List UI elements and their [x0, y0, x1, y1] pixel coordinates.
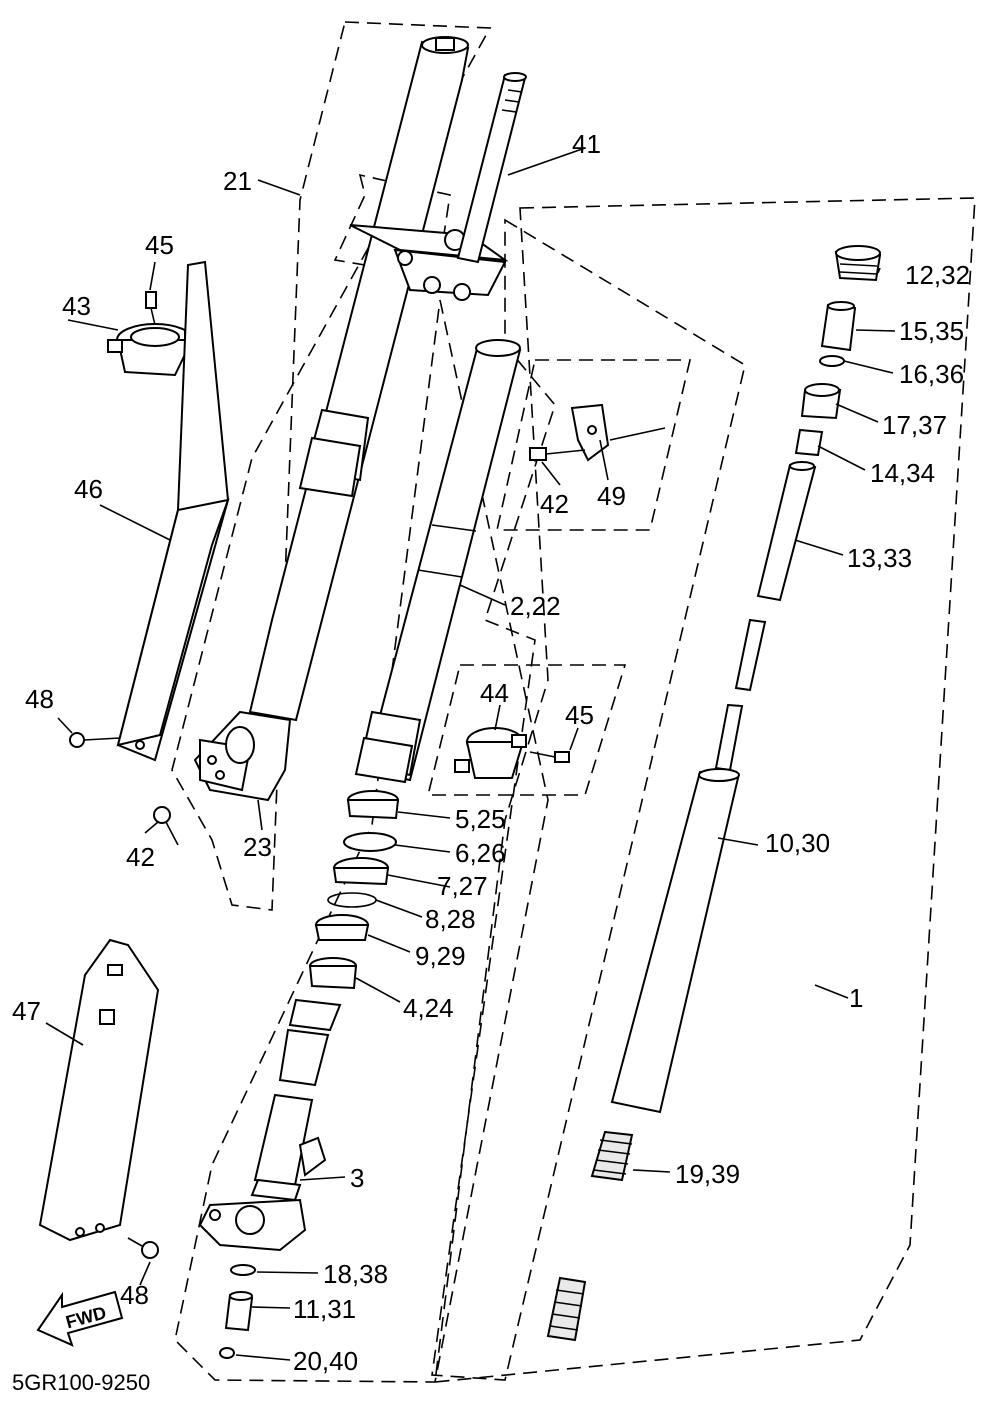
callout-49: 49: [597, 481, 626, 511]
callout-14-34: 14,34: [870, 458, 935, 488]
bolt-48-lower: [127, 1237, 159, 1259]
clamp-44: [454, 727, 527, 779]
leader-lines: [45, 147, 896, 1361]
bolt-42-right: [529, 447, 586, 461]
callout-5-25: 5,25: [455, 804, 506, 834]
callout-41: 41: [572, 129, 601, 159]
diagram-code: 5GR100-9250: [12, 1370, 150, 1395]
group-outline-1: [434, 197, 976, 1383]
spring-seat-15-35: [820, 301, 857, 352]
bushing-5-25: [346, 790, 400, 820]
outer-tube-21: [248, 36, 470, 722]
callout-45-lower: 45: [565, 700, 594, 730]
callout-3: 3: [350, 1163, 364, 1193]
callout-9-29: 9,29: [415, 941, 466, 971]
callout-45-upper: 45: [145, 230, 174, 260]
callout-1: 1: [849, 983, 863, 1013]
top-clamp: [349, 224, 509, 301]
callout-47: 47: [12, 996, 41, 1026]
spacer-13-33: [756, 461, 817, 602]
fork-guard-47: [38, 938, 160, 1242]
dust-seal-9-29: [314, 914, 370, 941]
clamp-43: [107, 323, 200, 377]
callout-17-37: 17,37: [882, 410, 947, 440]
callout-12-32: 12,32: [905, 260, 970, 290]
oil-seal-7-27: [332, 857, 390, 886]
collar-17-37: [800, 383, 842, 420]
callout-48-lower: 48: [120, 1280, 149, 1310]
group-outline-49: [496, 359, 692, 531]
callout-16-36: 16,36: [899, 359, 964, 389]
fork-guard-46: [116, 260, 230, 762]
callout-11-31: 11,31: [293, 1294, 356, 1324]
callout-2-22: 2,22: [510, 591, 561, 621]
steering-stem-41: [456, 72, 527, 264]
damper-rod-10-30: [610, 618, 767, 1114]
bolt-42-left: [153, 806, 179, 846]
outer-tube-2-22: [354, 339, 522, 784]
bolt-45-upper: [145, 291, 157, 326]
callout-7-27: 7,27: [437, 871, 488, 901]
gasket-18-38: [230, 1264, 256, 1276]
callout-44: 44: [480, 678, 509, 708]
washer-20-40: [219, 1347, 235, 1359]
callout-42-left: 42: [126, 842, 155, 872]
inner-tube-3: [198, 998, 342, 1252]
callout-15-35: 15,35: [899, 316, 964, 346]
bolt-48-upper: [69, 732, 121, 748]
group-outline-44: [426, 664, 627, 796]
callout-8-28: 8,28: [425, 904, 476, 934]
washer-16-36: [819, 355, 845, 367]
clip-8-28: [327, 892, 377, 908]
bolt-45-lower: [529, 751, 570, 763]
spring-19-39: [590, 1130, 634, 1182]
washer-6-26: [343, 832, 397, 852]
spring-19-39-lower: [546, 1276, 587, 1342]
callout-19-39: 19,39: [675, 1159, 740, 1189]
bushing-4-24: [308, 957, 358, 990]
bracket-49: [570, 403, 610, 462]
callout-23: 23: [243, 832, 272, 862]
callout-43: 43: [62, 291, 91, 321]
callout-6-26: 6,26: [455, 838, 506, 868]
callout-46: 46: [74, 474, 103, 504]
damper-bolt-11-31: [224, 1291, 254, 1332]
callout-20-40: 20,40: [293, 1346, 358, 1376]
fwd-arrow: FWD: [36, 1290, 124, 1347]
callout-42-right: 42: [540, 489, 569, 519]
callout-48-upper: 48: [25, 684, 54, 714]
callout-21: 21: [223, 166, 252, 196]
callout-10-30: 10,30: [765, 828, 830, 858]
callout-4-24: 4,24: [403, 993, 454, 1023]
group-outline-top-clamp: [333, 173, 451, 271]
callout-13-33: 13,33: [847, 543, 912, 573]
axle-bracket-23: [193, 710, 292, 802]
group-outline-45: [431, 218, 746, 1381]
callout-18-38: 18,38: [323, 1259, 388, 1289]
nut-14-34: [794, 428, 824, 457]
cap-bolt-12-32: [834, 245, 882, 282]
